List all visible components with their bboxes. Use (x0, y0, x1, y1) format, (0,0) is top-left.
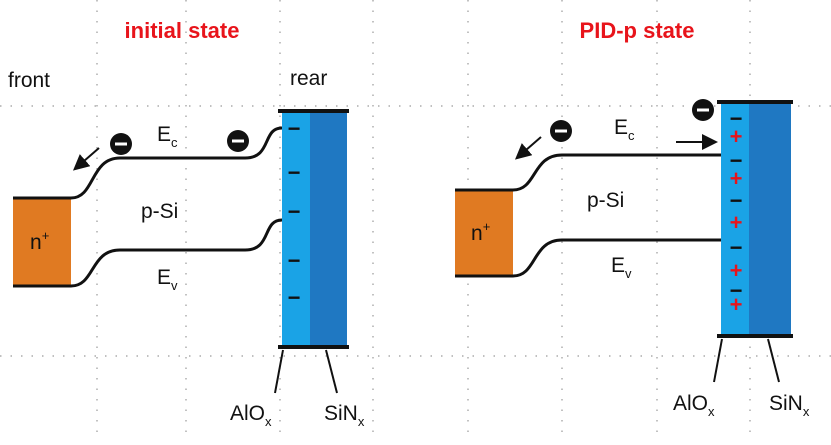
fixed-charge: − (288, 116, 301, 141)
ec-label: Ec (157, 123, 178, 150)
fixed-charge: + (730, 166, 743, 191)
n-plus-region (455, 190, 513, 276)
alox-layer (721, 102, 749, 336)
front-label: front (8, 69, 50, 92)
ec-label: Ec (614, 116, 635, 143)
sinx-label: SiNx (769, 392, 810, 419)
conduction-band-line (70, 126, 283, 200)
left-title: initial state (125, 18, 240, 43)
fixed-charge: − (730, 235, 743, 260)
electron (227, 130, 249, 152)
electron (110, 133, 132, 155)
fixed-charge: + (730, 258, 743, 283)
alox-label: AlOx (230, 402, 272, 429)
fixed-charge: − (288, 160, 301, 185)
fixed-charge: − (730, 188, 743, 213)
electron (692, 99, 714, 121)
n-plus-label: n+ (30, 228, 49, 254)
ev-label: Ev (611, 254, 632, 281)
n-plus-region (13, 198, 71, 286)
valence-band-line (512, 238, 721, 278)
fixed-charge: − (288, 285, 301, 310)
psi-label: p-Si (141, 200, 178, 223)
fixed-charge: − (288, 199, 301, 224)
sinx-label: SiNx (324, 402, 365, 429)
ev-label: Ev (157, 266, 178, 293)
fixed-charge: − (730, 278, 743, 303)
psi-label: p-Si (587, 189, 624, 212)
sinx-layer (749, 102, 791, 336)
electron (550, 120, 572, 142)
alox-label: AlOx (673, 392, 715, 419)
alox-layer (282, 111, 310, 347)
sinx-layer (310, 111, 347, 347)
right-panel: PID-p state n+ − + − + − + − + − + (455, 18, 810, 419)
electron-drift-arrow (514, 136, 542, 160)
fixed-charge: + (730, 210, 743, 235)
valence-band-line (70, 218, 283, 288)
n-plus-label: n+ (471, 219, 490, 245)
fixed-charge: − (730, 106, 743, 131)
right-title: PID-p state (580, 18, 695, 43)
fixed-charge: + (730, 292, 743, 317)
left-panel: initial state front rear n+ − − − − − (8, 18, 365, 429)
fixed-charge: − (730, 148, 743, 173)
fixed-charge: + (730, 124, 743, 149)
fixed-charge: − (288, 248, 301, 273)
rear-label: rear (290, 67, 327, 90)
conduction-band-line (512, 153, 721, 192)
electron-drift-arrow (72, 147, 100, 171)
